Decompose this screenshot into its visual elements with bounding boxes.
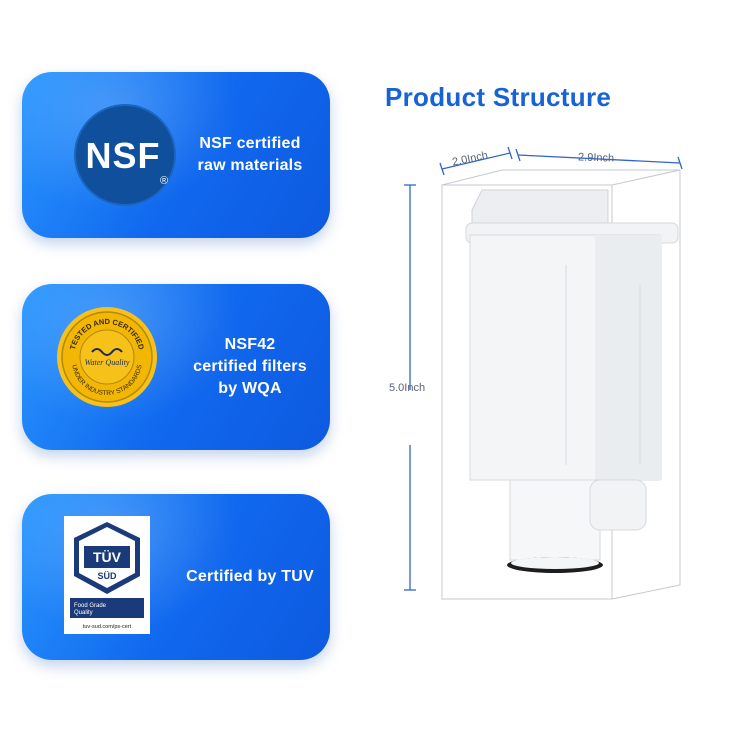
wqa-card-text: NSF42 certified filters by WQA xyxy=(193,336,307,397)
nsf-card: NSF ® NSF certified raw materials xyxy=(22,72,330,238)
product-structure-diagram xyxy=(404,146,683,600)
nsf-card-text: NSF certified raw materials xyxy=(197,135,303,174)
dimension-lines xyxy=(404,146,683,591)
wqa-seal-center-text: Water Quality xyxy=(85,358,130,367)
nsf-badge-icon: NSF ® xyxy=(74,104,176,206)
nsf-registered-mark: ® xyxy=(160,175,168,187)
nsf-badge-text: NSF xyxy=(86,135,161,176)
height-dimension-label: 5.0Inch xyxy=(389,382,426,394)
page-title: Product Structure xyxy=(385,82,612,112)
tuv-card-text: Certified by TUV xyxy=(186,568,314,585)
tuv-sub-text: SÜD xyxy=(97,571,117,581)
depth-dimension-label: 2.9Inch xyxy=(577,151,615,165)
filter-cartridge xyxy=(465,189,679,573)
tuv-logo-text: TÜV xyxy=(93,549,122,565)
tuv-url: tuv-sud.com/ps-cert xyxy=(83,624,132,630)
wqa-card: TESTED AND CERTIFIED UNDER INDUSTRY STAN… xyxy=(22,284,330,450)
wqa-seal-icon: TESTED AND CERTIFIED UNDER INDUSTRY STAN… xyxy=(57,307,157,407)
